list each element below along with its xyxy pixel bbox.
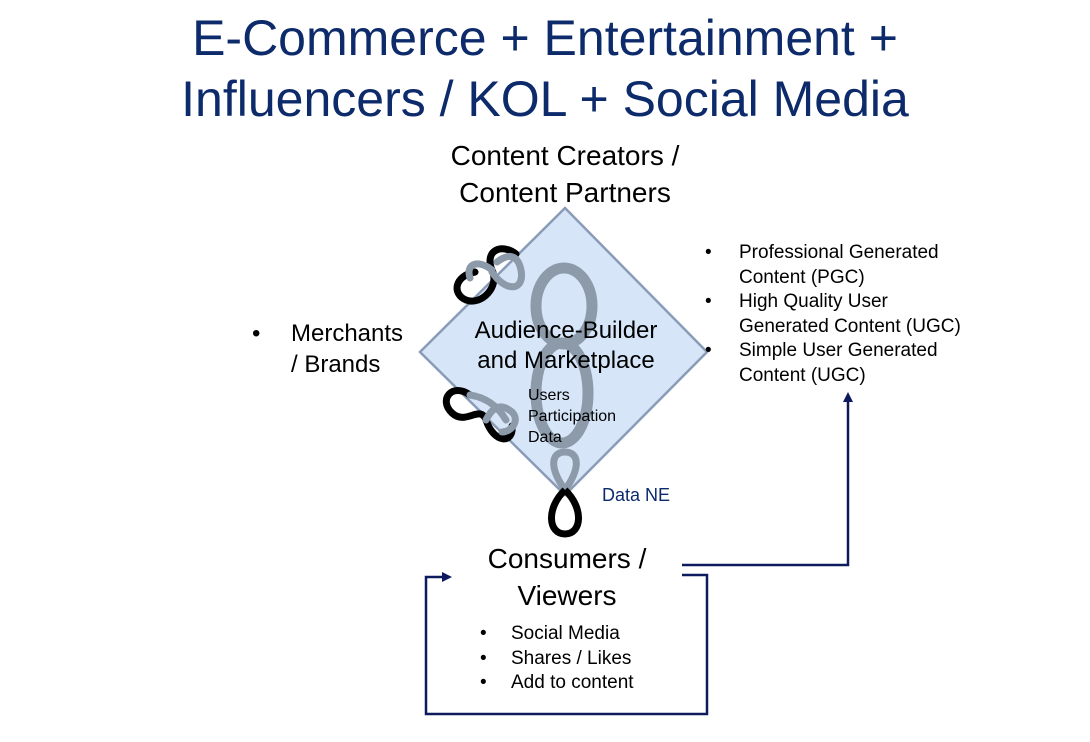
content-creators-line-2: Content Partners	[459, 177, 671, 208]
arrowhead-icon	[442, 572, 452, 582]
arrowhead-icon	[843, 392, 853, 402]
simple-ugc-item: Simple User Generated Content (UGC)	[739, 339, 999, 388]
audience-builder-line-2: and Marketplace	[477, 347, 655, 374]
consumers-to-content-connector	[682, 400, 850, 567]
list-item: • Social Media	[478, 622, 711, 647]
merchants-list: • Merchants / Brands	[252, 318, 431, 380]
bullet-icon: •	[705, 340, 712, 361]
merchants-line-1: Merchants	[291, 320, 404, 347]
bullet-icon: •	[480, 623, 487, 644]
simple-ugc-line-2: Content (UGC)	[739, 364, 866, 386]
engagement-list: • Social Media • Shares / Likes • Add to…	[478, 622, 711, 696]
list-item: • Merchants / Brands	[252, 318, 431, 380]
figure-eight-icon	[530, 262, 598, 449]
merchants-label: Merchants / Brands	[291, 318, 431, 380]
consumers-line-1: Consumers /	[487, 543, 647, 574]
content-types-list: • Professional Generated Content (PGC) •…	[703, 241, 999, 388]
feedback-loop-connector	[424, 573, 709, 716]
list-item: • Shares / Likes	[478, 647, 711, 672]
bullet-icon: •	[480, 672, 487, 693]
audience-builder-label: Audience-Builder and Marketplace	[455, 316, 677, 376]
pgc-line-2: Content (PGC)	[739, 266, 865, 288]
hq-ugc-item: High Quality User Generated Content (UGC…	[739, 290, 999, 339]
participation-label: Participation	[528, 408, 617, 425]
consumers-node: Consumers / Viewers	[452, 540, 682, 614]
bullet-icon: •	[705, 291, 712, 312]
audience-builder-line-1: Audience-Builder	[474, 317, 658, 344]
list-item: • Add to content	[478, 671, 711, 696]
consumers-line-2: Viewers	[517, 580, 617, 611]
content-creators-line-1: Content Creators /	[450, 140, 680, 171]
bullet-icon: •	[252, 320, 261, 347]
hq-ugc-line-2: Generated Content (UGC)	[739, 315, 961, 337]
bullet-icon: •	[480, 647, 487, 669]
infinity-knot-icon	[442, 387, 519, 443]
simple-ugc-line-1: Simple User Generated	[739, 340, 938, 361]
list-item: • High Quality User Generated Content (U…	[703, 290, 999, 339]
loop-knot-icon	[548, 448, 582, 538]
list-item: • Professional Generated Content (PGC)	[703, 241, 999, 290]
pgc-item: Professional Generated Content (PGC)	[739, 241, 999, 290]
users-participation-label: Users Participation Data	[528, 385, 616, 448]
users-label: Users	[528, 387, 570, 404]
bullet-icon: •	[705, 242, 712, 263]
list-item: • Simple User Generated Content (UGC)	[703, 339, 999, 388]
add-to-content-item: Add to content	[511, 672, 634, 693]
hq-ugc-line-1: High Quality User	[739, 291, 888, 312]
data-label: Data	[528, 429, 562, 446]
title-line-2: Influencers / KOL + Social Media	[181, 71, 909, 127]
slide-title: E-Commerce + Entertainment + Influencers…	[0, 8, 1090, 130]
social-media-item: Social Media	[511, 623, 620, 644]
shares-likes-item: Shares / Likes	[511, 647, 632, 669]
content-creators-node: Content Creators / Content Partners	[400, 137, 730, 211]
title-line-1: E-Commerce + Entertainment +	[192, 10, 898, 66]
data-ne-label: Data NE	[602, 485, 671, 505]
merchants-line-2: / Brands	[291, 351, 381, 378]
infinity-knot-icon	[453, 245, 525, 305]
pgc-line-1: Professional Generated	[739, 242, 939, 263]
